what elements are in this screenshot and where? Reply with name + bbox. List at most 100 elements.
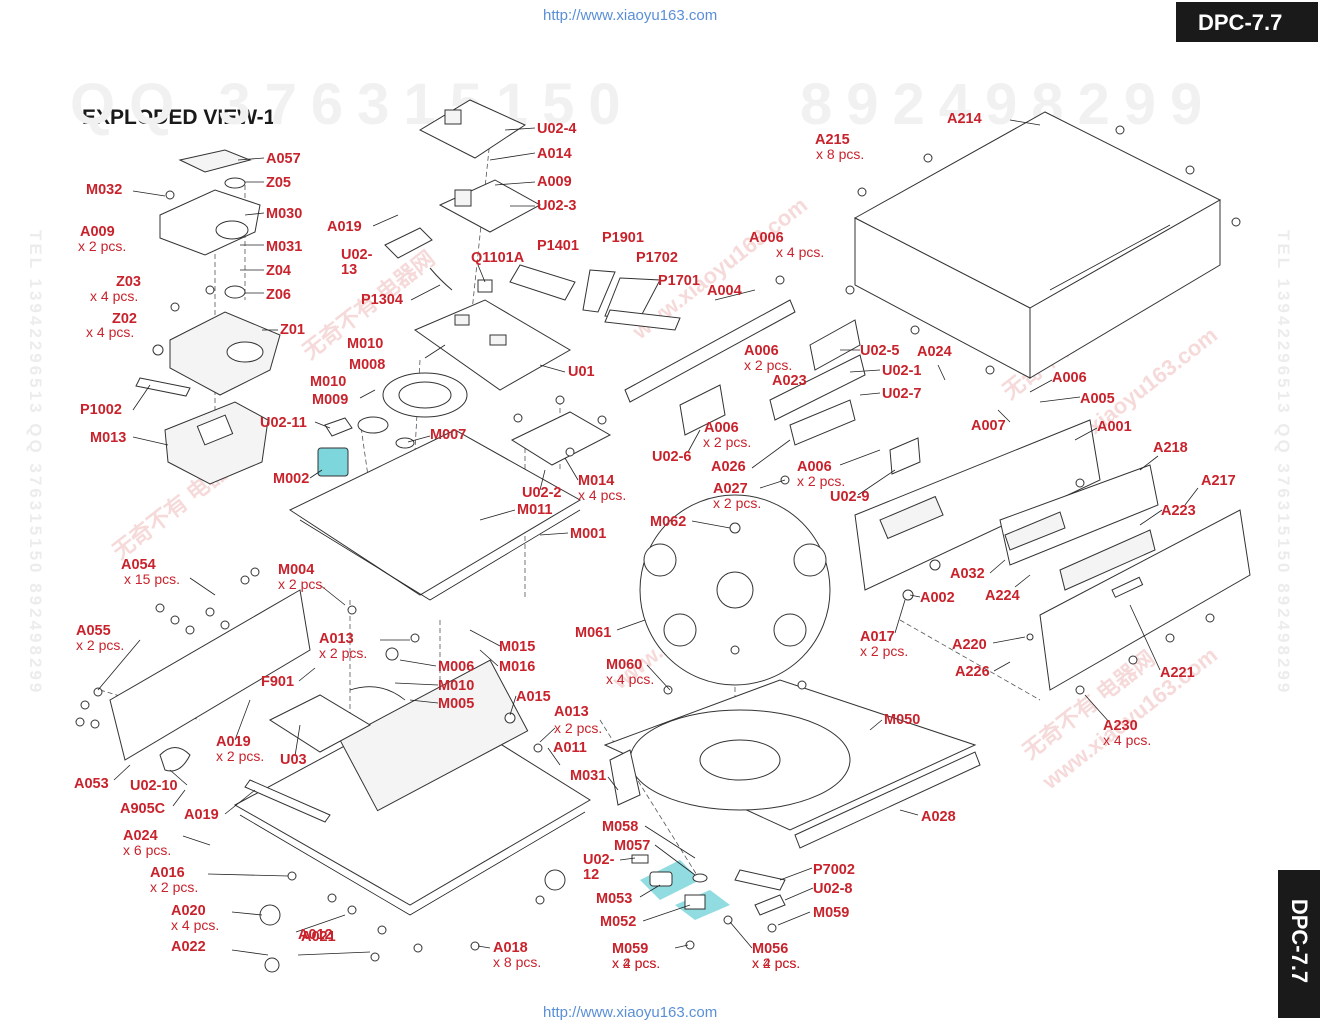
part-qty-a020: x 4 pcs.: [171, 917, 219, 933]
part-p1002: [135, 377, 191, 397]
part-label-m010: M010: [347, 336, 383, 352]
part-label-a057: A057: [266, 151, 301, 167]
part-label-a021: A021: [301, 929, 336, 945]
part-z06: [224, 285, 246, 299]
part-qty-a055: x 2 pcs.: [76, 637, 124, 653]
part-m007: [395, 437, 415, 449]
part-label-a019: A019: [184, 807, 219, 823]
part-u02-3: [438, 179, 542, 233]
part-label-m053: M053: [596, 891, 632, 907]
part-u02-6: [679, 384, 726, 436]
part-qty-m060: x 4 pcs.: [606, 671, 654, 687]
part-label-u02-12: 12: [583, 867, 599, 883]
part-a019: [244, 779, 331, 823]
part-a217: [1039, 509, 1251, 691]
part-a020: [259, 904, 281, 926]
part-label-m057: M057: [614, 838, 650, 854]
part-qty-a016: x 2 pcs.: [150, 879, 198, 895]
part-p1401: [509, 264, 576, 301]
part-label-u02-1: U02-1: [882, 363, 922, 379]
part-label-m031: M031: [266, 239, 302, 255]
part-label-m050: M050: [884, 712, 920, 728]
part-label-p1702: P1702: [636, 250, 678, 266]
part-qty-a021: x 4 pcs.: [752, 955, 800, 971]
part-q1101a: [477, 279, 493, 293]
part-label-m059: M059: [813, 905, 849, 921]
part-label-a013: A013: [554, 704, 589, 720]
part-label-a006: A006: [704, 420, 739, 436]
part-label-m001: M001: [570, 526, 606, 542]
part-u02-1: [769, 354, 866, 421]
part-label-a014: A014: [537, 146, 572, 162]
part-label-z02: Z02: [112, 311, 137, 327]
screws: [75, 125, 1241, 962]
part-label-m061: M061: [575, 625, 611, 641]
part-m062: [729, 522, 741, 534]
part-label-z01: Z01: [280, 322, 305, 338]
part-a053: [109, 589, 311, 761]
part-label-m006: M006: [438, 659, 474, 675]
part-label-m062: M062: [650, 514, 686, 530]
pcb-assemblies: [384, 99, 681, 466]
part-label-a215: A215: [815, 132, 850, 148]
part-label-m007: M007: [430, 427, 466, 443]
part-qty-a019: x 2 pcs.: [216, 748, 264, 764]
part-z05: [224, 177, 246, 189]
part-label-m005: M005: [438, 696, 474, 712]
part-label-u02-8: U02-8: [813, 881, 853, 897]
part-qty-m014: x 4 pcs.: [578, 487, 626, 503]
part-qty-a013: x 2 pcs.: [554, 720, 602, 736]
part-qty-a006: x 2 pcs.: [797, 473, 845, 489]
part-m052: [684, 894, 706, 910]
part-m013: [164, 401, 269, 485]
model-badge-top-text: DPC-7.7: [1198, 10, 1283, 35]
url-bottom[interactable]: http://www.xiaoyu163.com: [543, 1004, 718, 1021]
part-label-a020: A020: [171, 903, 206, 919]
part-label-p1701: P1701: [658, 273, 700, 289]
part-qty-a054: x 15 pcs.: [124, 571, 180, 587]
part-label-a223: A223: [1161, 503, 1196, 519]
part-label-a017: A017: [860, 629, 895, 645]
pickup-assembly: [135, 149, 281, 485]
part-p7002: [734, 869, 786, 891]
bottom-chassis: [109, 589, 591, 973]
part-label-a009: A009: [80, 224, 115, 240]
part-label-a214: A214: [947, 111, 982, 127]
part-label-z06: Z06: [266, 287, 291, 303]
part-label-m004: M004: [278, 562, 314, 578]
part-a001: [854, 419, 1101, 591]
part-label-u02-10: U02-10: [130, 778, 178, 794]
part-label-a027: A027: [713, 481, 748, 497]
part-label-m015: M015: [499, 639, 535, 655]
part-p1901: [582, 269, 616, 313]
part-m002: [317, 447, 349, 477]
part-label-f901: F901: [261, 674, 294, 690]
part-label-m016: M016: [499, 659, 535, 675]
part-label-u02-13: 13: [341, 262, 357, 278]
part-label-a016: A016: [150, 865, 185, 881]
part-qty-a013: x 2 pcs.: [319, 645, 367, 661]
part-label-a002: A002: [920, 590, 955, 606]
part-label-a018: A018: [493, 940, 528, 956]
part-label-a015: A015: [516, 689, 551, 705]
part-qty-a024: x 6 pcs.: [123, 842, 171, 858]
part-label-a013: A013: [319, 631, 354, 647]
part-qty-a017: x 2 pcs.: [860, 643, 908, 659]
url-top[interactable]: http://www.xiaoyu163.com: [543, 7, 718, 24]
part-label-u02-4: U02-4: [537, 121, 577, 137]
part-u03: [268, 694, 372, 753]
part-a026: [789, 399, 856, 446]
part-label-p7002: P7002: [813, 862, 855, 878]
part-label-a023: A023: [772, 373, 807, 389]
part-u02-9: [889, 437, 921, 475]
part-label-a009: A009: [537, 174, 572, 190]
part-label-u02-7: U02-7: [882, 386, 922, 402]
part-label-z03: Z03: [116, 274, 141, 290]
part-label-a055: A055: [76, 623, 111, 639]
part-a221: [1111, 576, 1144, 598]
part-m057: [692, 873, 708, 883]
part-label-a026: A026: [711, 459, 746, 475]
part-label-u03: U03: [280, 752, 307, 768]
part-label-a218: A218: [1153, 440, 1188, 456]
